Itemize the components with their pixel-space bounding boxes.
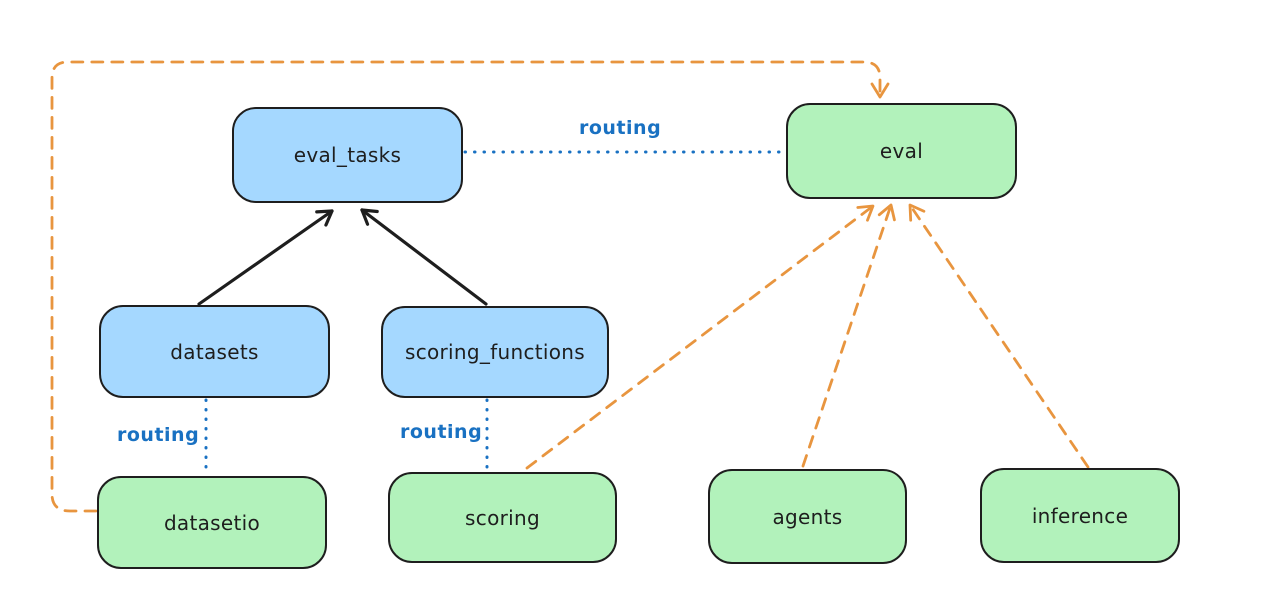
routing-label-scoring-functions-scoring: routing <box>400 421 483 443</box>
node-datasets: datasets <box>99 305 330 398</box>
edge-inference-to-eval <box>908 203 1090 469</box>
node-agents: agents <box>708 469 907 564</box>
node-scoring: scoring <box>388 472 617 563</box>
node-datasets-label: datasets <box>170 339 259 364</box>
node-agents-label: agents <box>772 504 843 529</box>
edge-scoring-functions-to-eval-tasks <box>360 208 488 306</box>
edge-scoring-to-eval <box>525 204 875 470</box>
node-datasetio: datasetio <box>97 476 327 569</box>
routing-label-datasets-datasetio: routing <box>117 424 200 446</box>
node-eval-tasks-label: eval_tasks <box>293 143 402 167</box>
edge-datasetio-to-eval <box>50 60 890 513</box>
node-scoring-label: scoring <box>465 505 540 530</box>
node-eval-label: eval <box>879 139 924 163</box>
node-scoring-functions: scoring_functions <box>381 306 609 398</box>
node-datasetio-label: datasetio <box>163 510 261 535</box>
routing-label-eval-tasks-eval: routing <box>579 117 662 139</box>
edge-datasets-to-eval-tasks <box>197 209 334 306</box>
node-inference-label: inference <box>1031 503 1129 528</box>
node-eval-tasks: eval_tasks <box>232 107 463 203</box>
node-inference: inference <box>980 468 1180 563</box>
edge-agents-to-eval <box>801 203 896 468</box>
node-scoring-functions-label: scoring_functions <box>404 340 586 364</box>
node-eval: eval <box>786 103 1017 199</box>
